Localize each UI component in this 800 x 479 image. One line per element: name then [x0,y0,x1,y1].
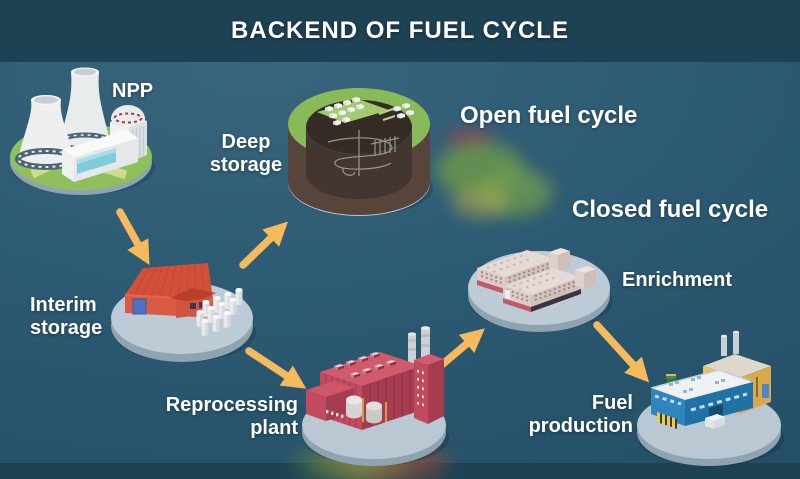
arrow-enrichment-to-fuel-production [593,321,650,383]
deep-storage-illustration [288,88,433,216]
blurred-content [452,186,508,218]
page-title: BACKEND OF FUEL CYCLE [231,17,569,44]
interim-storage-illustration [111,263,256,362]
arrow-interim-storage-to-reprocessing-plant [245,347,307,389]
reprocessing-plant-label: Reprocessing plant [165,394,298,439]
interim-storage-label: Interim storage [30,294,103,339]
fuel-production-illustration [637,330,784,466]
enrichment-illustration [468,248,613,332]
deep-storage-label: Deep storage [209,131,283,176]
npp-label: NPP [112,80,154,102]
open-fuel-cycle-label: Open fuel cycle [460,102,638,129]
reprocessing-plant-illustration [302,326,449,466]
arrow-npp-to-interim-storage [116,208,150,266]
title-banner: BACKEND OF FUEL CYCLE [0,0,800,62]
fuel-production-label: Fuel production [528,392,633,437]
enrichment-label: Enrichment [622,269,733,291]
npp-illustration [10,67,155,195]
arrow-interim-storage-to-deep-storage [239,221,289,269]
closed-fuel-cycle-label: Closed fuel cycle [572,196,769,223]
